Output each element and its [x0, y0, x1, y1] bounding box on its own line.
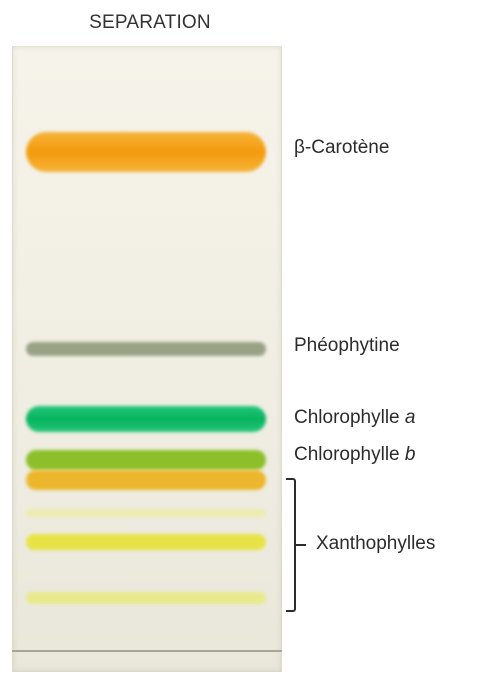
chromatography-plate	[12, 46, 282, 672]
figure-title: SEPARATION	[89, 12, 211, 33]
band-chlorophylle-a	[26, 406, 266, 432]
band-xanthophylle-3	[26, 534, 266, 550]
band-pheophytine	[26, 342, 266, 356]
label-chlorophylle-a-letter: a	[404, 407, 416, 428]
plate-edge	[12, 46, 282, 672]
label-chlorophylle-b-text: Chlorophylle	[294, 444, 405, 465]
band-xanthophylle-4	[26, 592, 266, 604]
xanthophylles-bracket-tick	[296, 544, 306, 546]
label-pheophytine: Phéophytine	[294, 335, 400, 356]
label-chlorophylle-a: Chlorophylle a	[294, 407, 415, 429]
band-carotene	[26, 132, 266, 172]
label-carotene: β-Carotène	[294, 137, 390, 158]
plate-baseline	[12, 650, 282, 652]
label-chlorophylle-b-letter: b	[404, 444, 416, 465]
band-xanthophylle-1	[26, 470, 266, 490]
label-xanthophylles: Xanthophylles	[316, 533, 436, 554]
label-chlorophylle-a-text: Chlorophylle	[294, 407, 405, 428]
label-chlorophylle-b: Chlorophylle b	[294, 444, 415, 466]
band-xanthophylle-2	[26, 509, 266, 517]
xanthophylles-bracket	[286, 478, 296, 612]
band-chlorophylle-b	[26, 450, 266, 470]
